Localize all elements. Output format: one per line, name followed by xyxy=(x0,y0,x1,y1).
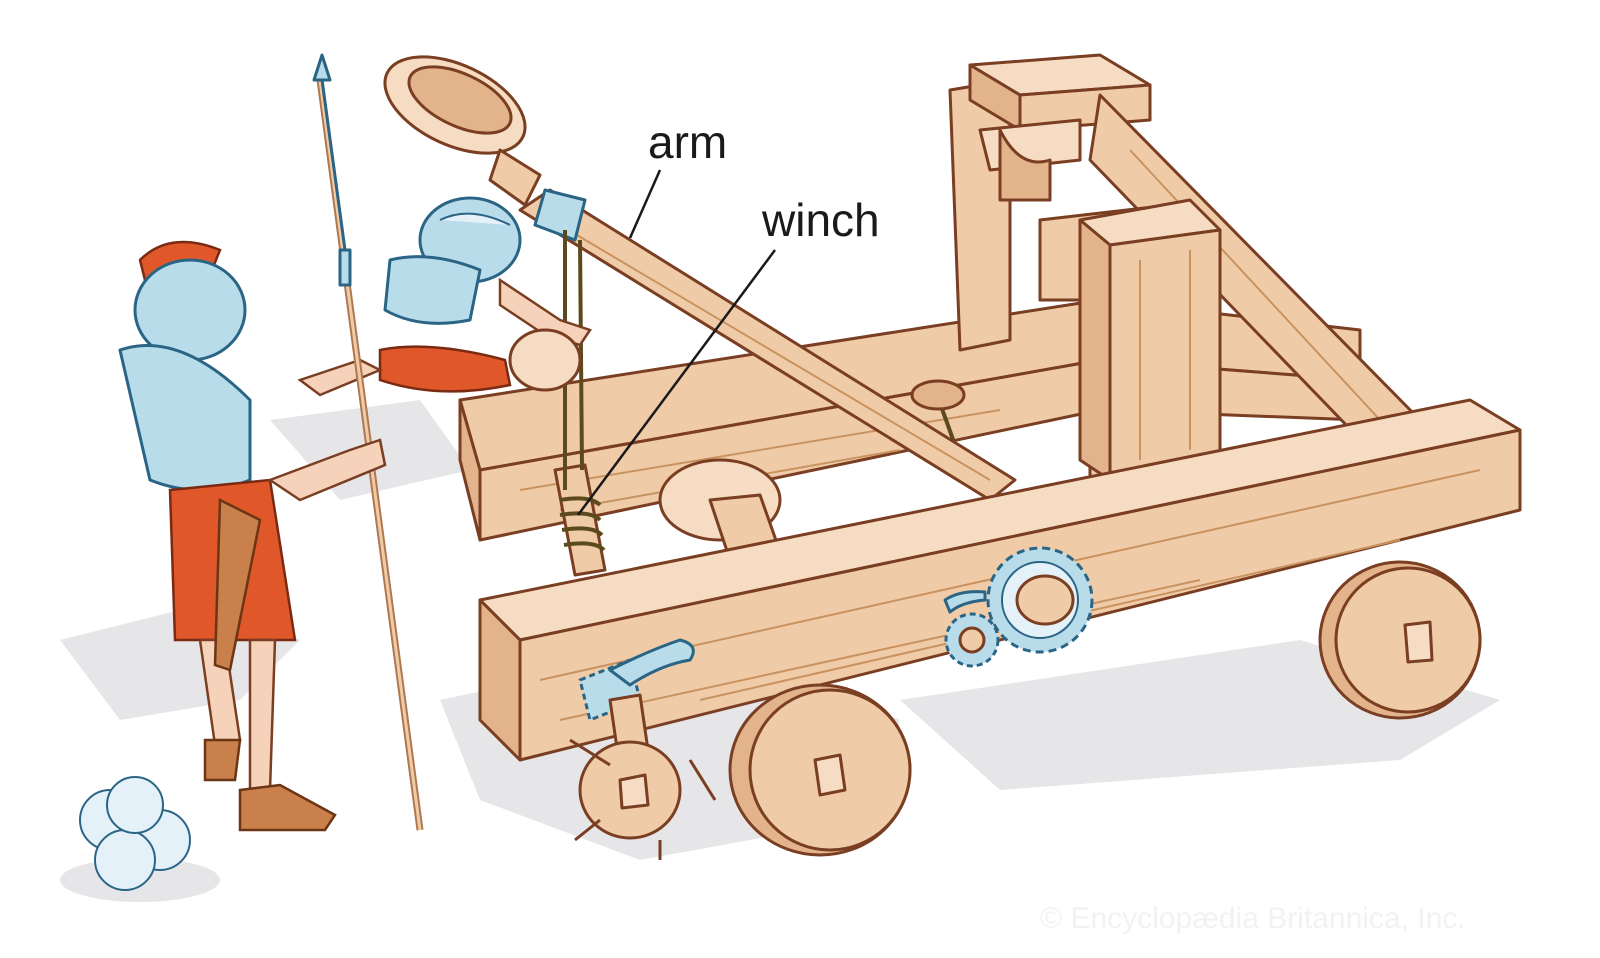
upright-frame xyxy=(948,53,1442,482)
arm-metal-band xyxy=(533,188,587,242)
wheels xyxy=(569,560,1482,860)
winch-leader-line xyxy=(576,249,777,516)
label-winch: winch xyxy=(761,194,880,246)
kneeling-soldier xyxy=(297,196,592,397)
stone-ammunition xyxy=(79,776,191,891)
label-arm: arm xyxy=(648,116,727,168)
copyright-watermark: © Encyclopædia Britannica, Inc. xyxy=(1040,902,1466,935)
standing-soldier xyxy=(118,240,387,832)
torsion-hole xyxy=(910,379,966,411)
label-callouts: arm winch xyxy=(576,116,880,516)
arm-leader-line xyxy=(628,169,662,239)
catapult-arm xyxy=(383,55,1017,502)
